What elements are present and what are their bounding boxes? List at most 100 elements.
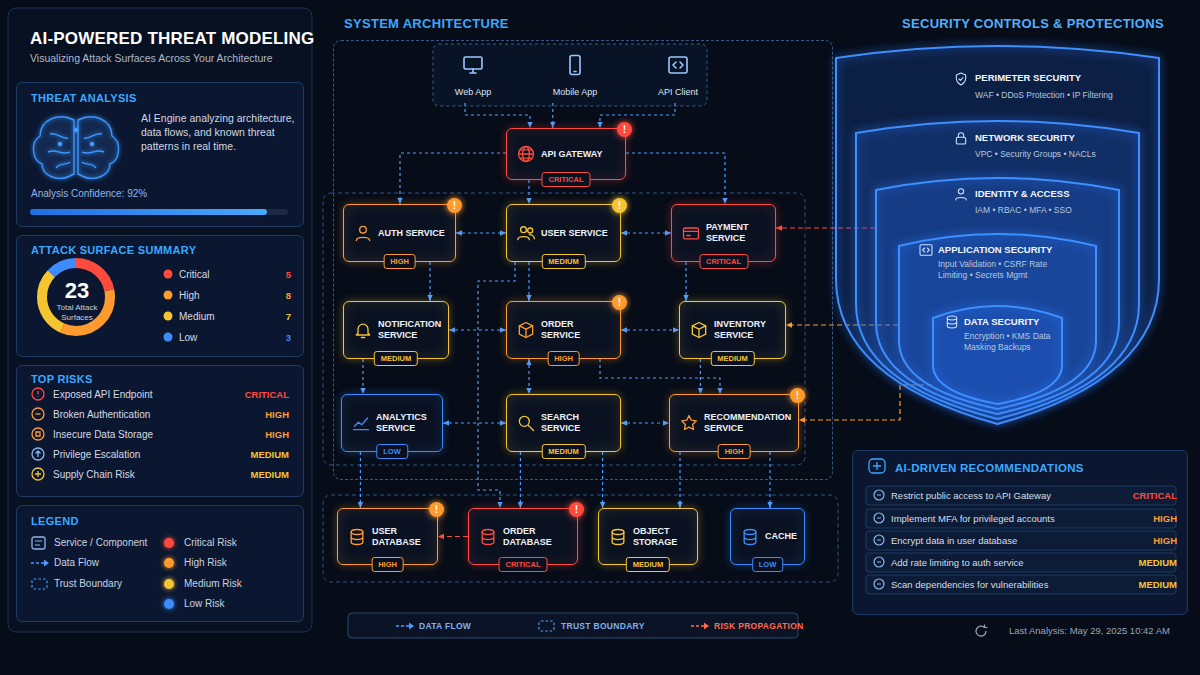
- service-icon: [679, 413, 699, 433]
- panel-text: AI Engine analyzing architecture, data f…: [141, 111, 299, 153]
- risk-badge: HIGH: [383, 254, 416, 269]
- panel-heading: TOP RISKS: [31, 372, 293, 386]
- legend-text: Service / Component: [54, 536, 147, 550]
- data-flow: [465, 103, 530, 128]
- panel-text: HIGH: [193, 428, 289, 441]
- service-box: USER DATABASEHIGH!: [337, 508, 438, 565]
- client-icon: [666, 53, 690, 77]
- row-dots: [164, 270, 173, 342]
- layer-icon: [953, 71, 969, 87]
- panel-text: Broken Authentication: [53, 408, 203, 421]
- left-frame: [8, 8, 312, 632]
- service-box: NOTIFICATION SERVICEMEDIUM: [343, 301, 449, 359]
- legend-text: Data Flow: [54, 556, 99, 570]
- info-panel: AI-DRIVEN RECOMMENDATIONSRestrict public…: [852, 450, 1188, 615]
- risk-badge: MEDIUM: [710, 351, 754, 366]
- layer-icon: [944, 314, 960, 330]
- label: Visualizing Attack Surfaces Across Your …: [30, 52, 310, 65]
- risk-propagation: [438, 536, 468, 537]
- risk-badge: HIGH: [371, 557, 404, 572]
- label: Last Analysis: May 29, 2025 10:42 AM: [990, 625, 1170, 637]
- data-flow: [600, 103, 675, 128]
- service-name: OBJECT STORAGE: [633, 526, 689, 548]
- service-box: ANALYTICS SERVICELOW: [341, 394, 443, 452]
- service-icon: [353, 223, 373, 243]
- panel-heading: THREAT ANALYSIS: [31, 91, 293, 105]
- panel-text: MEDIUM: [1093, 556, 1177, 569]
- service-box: CACHELOW: [730, 508, 805, 565]
- client-box: Mobile App: [538, 48, 612, 103]
- section-heading: SYSTEM ARCHITECTURE: [344, 16, 509, 32]
- info-panel: ATTACK SURFACE SUMMARY23Total Attack Sur…: [16, 235, 304, 357]
- legend-text: DATA FLOW: [419, 620, 471, 632]
- service-icon: [516, 144, 536, 164]
- layer-icon: [918, 242, 934, 258]
- layer-heading: APPLICATION SECURITY: [938, 244, 1078, 256]
- service-box: SEARCH SERVICEMEDIUM: [506, 394, 621, 452]
- panel-text: 7: [259, 310, 291, 323]
- title: AI-POWERED THREAT MODELING: [30, 29, 314, 49]
- service-icon: [608, 527, 628, 547]
- panel-text: 23: [47, 278, 107, 303]
- panel-text: Medium: [179, 310, 259, 323]
- data-flow: [621, 232, 671, 233]
- layer-heading: IDENTITY & ACCESS: [975, 188, 1105, 200]
- legend-text: Trust Boundary: [54, 577, 122, 591]
- ai-icon: [869, 459, 885, 473]
- service-name: API GATEWAY: [541, 149, 603, 160]
- service-icon: [689, 320, 709, 340]
- service-name: USER SERVICE: [541, 228, 608, 239]
- service-name: INVENTORY SERVICE: [714, 319, 777, 341]
- service-icon: [353, 320, 373, 340]
- risk-badge: CRITICAL: [499, 557, 548, 572]
- panel-text: High: [179, 289, 259, 302]
- shield-layer: DATA SECURITYEncryption • KMS Data Maski…: [932, 300, 1063, 405]
- risk-badge: MEDIUM: [626, 557, 670, 572]
- service-box: ORDER SERVICEHIGH!: [506, 301, 621, 359]
- panel-text: Total Attack Surfaces: [47, 303, 107, 322]
- legend-text: Medium Risk: [184, 577, 242, 591]
- panel-text: Exposed API Endpoint: [53, 388, 203, 401]
- panel-fill: [16, 82, 304, 227]
- legend-swatch: [164, 538, 174, 548]
- layer-heading: NETWORK SECURITY: [975, 132, 1125, 144]
- data-boundary: [323, 495, 838, 582]
- data-flow: [456, 232, 506, 233]
- panel-text: HIGH: [193, 408, 289, 421]
- service-box: USER SERVICEMEDIUM!: [506, 204, 621, 262]
- risk-badge: MEDIUM: [374, 351, 418, 366]
- brain-illustration: [33, 117, 118, 178]
- service-name: RECOMMENDATION SERVICE: [704, 412, 791, 434]
- client-name: Web App: [438, 87, 508, 98]
- panel-text: Scan dependencies for vulnerabilities: [891, 578, 1119, 591]
- layer-detail: Encryption • KMS Data Masking Backups: [964, 331, 1054, 353]
- risk-badge: LOW: [376, 444, 408, 459]
- panel-text: Analysis Confidence: 92%: [31, 187, 293, 200]
- data-flow: [429, 262, 430, 301]
- data-flow: [528, 359, 529, 394]
- panel-text: 8: [259, 289, 291, 302]
- client-name: Mobile App: [538, 87, 612, 98]
- service-name: ORDER DATABASE: [503, 526, 569, 548]
- panel-text: HIGH: [1093, 512, 1177, 525]
- legend-text: RISK PROPAGATION: [714, 620, 804, 632]
- data-flow: [362, 359, 363, 394]
- layer-detail: VPC • Security Groups • NACLs: [975, 149, 1125, 160]
- service-icon: [347, 527, 367, 547]
- service-icon: [478, 527, 498, 547]
- legend-text: Low Risk: [184, 597, 225, 611]
- alert-badge: !: [569, 502, 584, 517]
- data-flow: [528, 180, 529, 204]
- service-name: NOTIFICATION SERVICE: [378, 319, 441, 341]
- service-icon: [740, 527, 760, 547]
- panel-text: Insecure Data Storage: [53, 428, 203, 441]
- info-panel: TOP RISKSExposed API EndpointCRITICALBro…: [16, 365, 304, 497]
- panel-text: 3: [259, 331, 291, 344]
- data-flow: [679, 452, 680, 508]
- panel-text: MEDIUM: [193, 468, 289, 481]
- service-icon: [351, 413, 371, 433]
- service-name: USER DATABASE: [372, 526, 429, 548]
- client-name: API Client: [641, 87, 715, 98]
- shield-layer: PERIMETER SECURITYWAF • DDoS Protection …: [835, 40, 1160, 425]
